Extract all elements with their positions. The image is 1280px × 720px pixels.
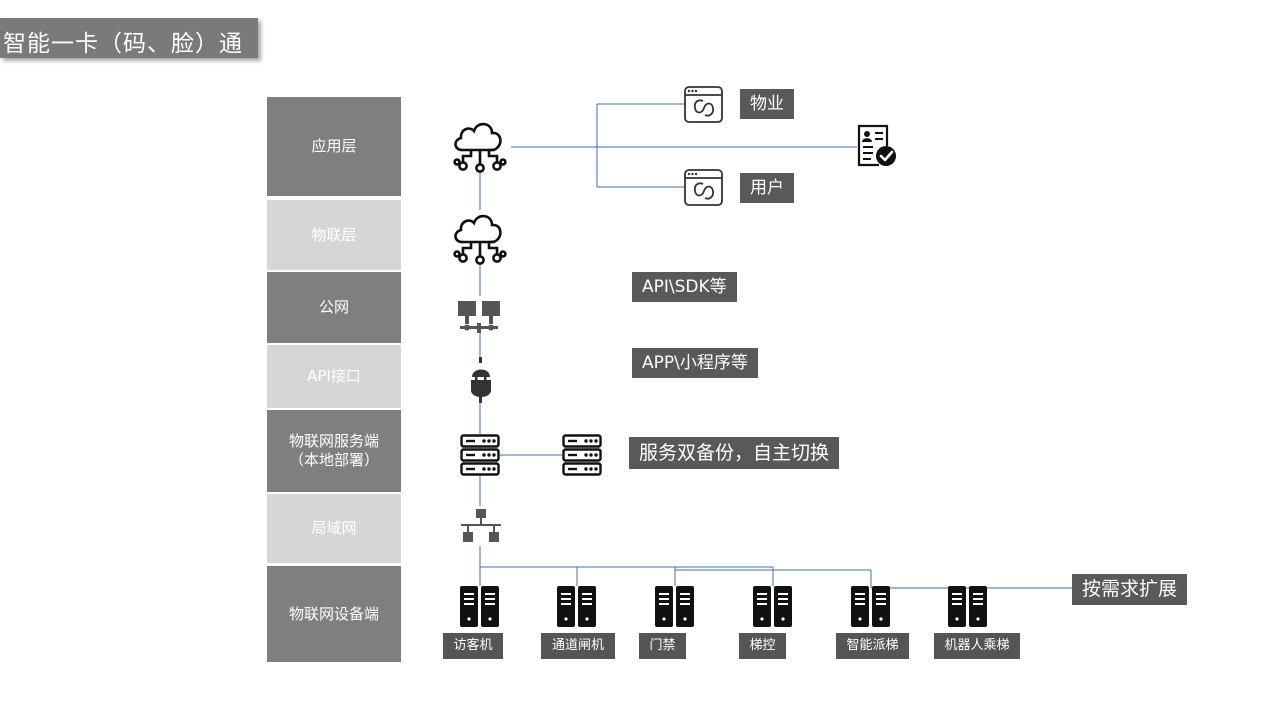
layer-application: 应用层 xyxy=(267,97,401,196)
layer-iot-device: 物联网设备端 xyxy=(267,566,401,662)
layer-iot: 物联层 xyxy=(267,200,401,270)
device-label-visitor: 访客机 xyxy=(443,633,503,659)
device-label-smart-dispatch: 智能派梯 xyxy=(836,633,909,659)
device-label-gate: 通道闸机 xyxy=(541,633,615,659)
server-icon xyxy=(562,434,602,476)
cloud-network-icon xyxy=(453,214,507,265)
device-label-elevator-control: 梯控 xyxy=(739,633,786,659)
note-server-backup: 服务双备份，自主切换 xyxy=(629,437,840,469)
device-terminal-icon xyxy=(655,586,694,627)
layer-public-network: 公网 xyxy=(267,272,401,343)
cloud-network-icon xyxy=(453,122,507,173)
app-label-property: 物业 xyxy=(740,89,794,119)
device-terminal-icon xyxy=(851,586,890,627)
device-terminal-icon xyxy=(948,586,987,627)
note-app-miniprogram: APP\小程序等 xyxy=(632,348,758,378)
lan-switch-icon xyxy=(461,509,501,542)
layer-lan: 局域网 xyxy=(267,494,401,563)
device-terminal-icon xyxy=(557,586,596,627)
device-terminal-icon xyxy=(460,586,499,627)
note-api-sdk: API\SDK等 xyxy=(632,272,737,302)
network-computers-icon xyxy=(458,301,500,333)
browser-window-icon xyxy=(684,169,723,206)
device-label-access-control: 门禁 xyxy=(639,633,686,659)
app-label-user: 用户 xyxy=(740,173,794,203)
layer-iot-server: 物联网服务端 （本地部署） xyxy=(267,410,401,492)
device-terminal-icon xyxy=(753,586,792,627)
device-label-robot-elevator: 机器人乘梯 xyxy=(934,633,1020,659)
page-title: 智能一卡（码、脸）通 xyxy=(3,31,243,57)
id-card-check-icon xyxy=(857,124,896,167)
browser-window-icon xyxy=(684,86,723,123)
layer-api: API接口 xyxy=(267,345,401,408)
title-banner: 智能一卡（码、脸）通 xyxy=(0,18,258,58)
plug-icon xyxy=(471,357,491,403)
server-icon xyxy=(460,434,500,476)
note-expand-on-demand: 按需求扩展 xyxy=(1072,574,1188,605)
